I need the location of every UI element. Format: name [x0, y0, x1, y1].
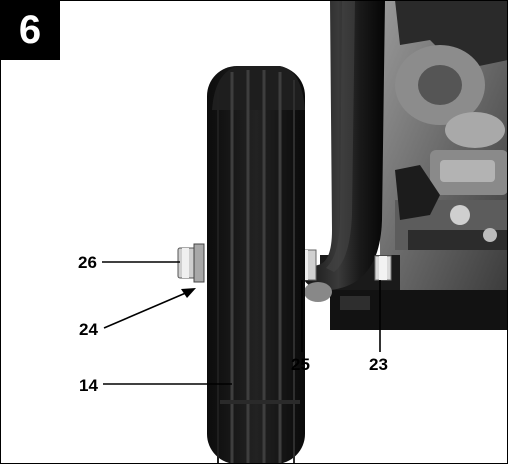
callout-label-25: 25: [291, 355, 310, 374]
axle-bolt-26: [177, 243, 205, 283]
callout-label-26: 26: [78, 253, 97, 272]
bolt-23: [374, 255, 392, 281]
callout-label-23: 23: [369, 355, 388, 374]
callout-label-14: 14: [79, 376, 98, 395]
arrowhead-24: [181, 288, 196, 298]
callout-leaders: [102, 261, 381, 385]
callout-label-24: 24: [79, 320, 98, 339]
handle-tube: [300, 0, 385, 291]
leader-24: [103, 291, 189, 329]
engine-block: [380, 0, 508, 300]
wheel-14: [207, 66, 305, 464]
step-number-badge: 6: [0, 0, 60, 60]
step-number: 6: [18, 7, 42, 52]
